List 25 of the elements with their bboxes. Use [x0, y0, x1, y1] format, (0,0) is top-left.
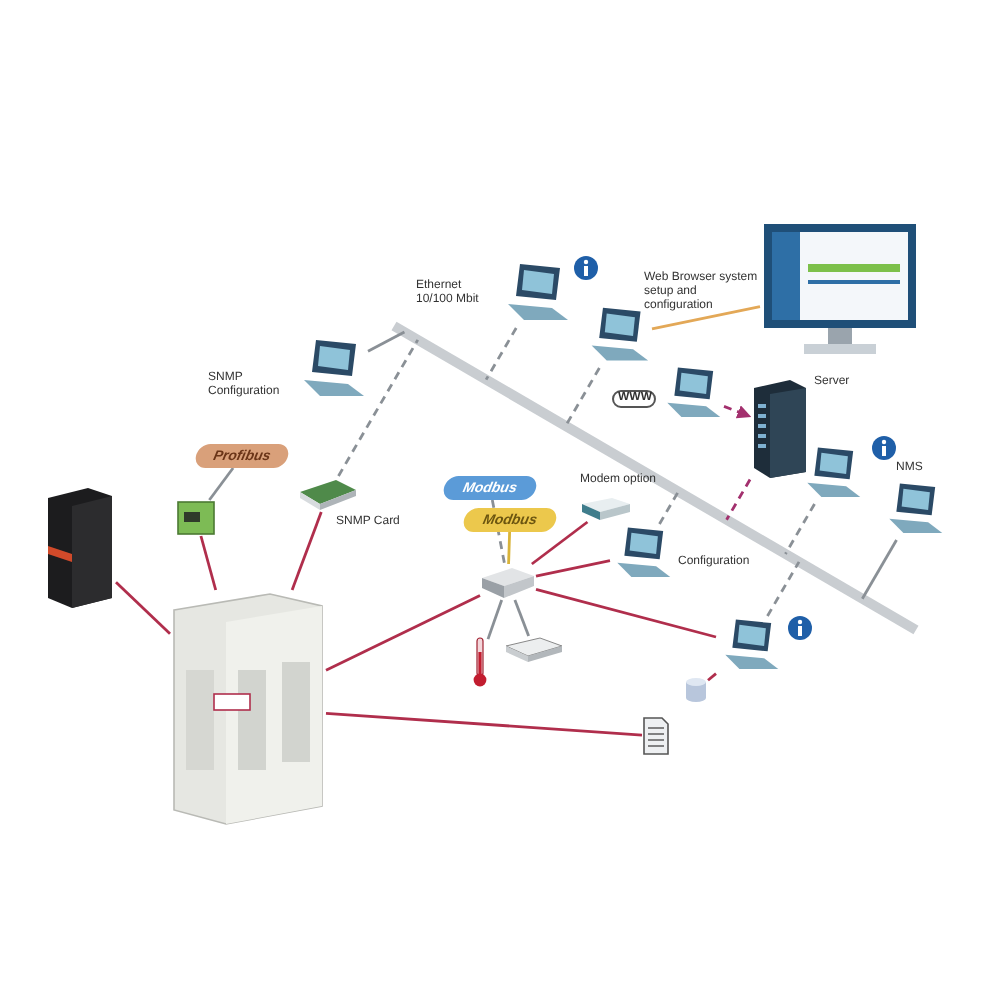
connector-line: [725, 478, 752, 521]
connector-line: [367, 330, 406, 353]
connector-line: [199, 535, 218, 591]
connector-line: [507, 531, 511, 565]
connector-line: [535, 588, 717, 639]
connector-line: [766, 561, 801, 617]
connector-line: [290, 511, 323, 591]
connector-line: [208, 467, 235, 501]
connector-line: [490, 499, 506, 565]
connector-line: [535, 559, 611, 578]
connector-line: [784, 503, 816, 555]
connector-line: [484, 327, 518, 381]
connector-line: [325, 711, 643, 737]
connector-line: [325, 594, 481, 672]
connector-line: [861, 539, 898, 600]
connector-line: [337, 339, 419, 477]
connector-line: [723, 405, 752, 419]
connector-line: [707, 672, 717, 682]
connector-line: [531, 520, 589, 566]
connector-line: [513, 599, 530, 637]
connector-line: [564, 367, 601, 427]
connector-line: [651, 305, 761, 331]
connector-line: [115, 581, 171, 635]
connector-line: [658, 490, 680, 525]
connector-line: [486, 599, 504, 640]
